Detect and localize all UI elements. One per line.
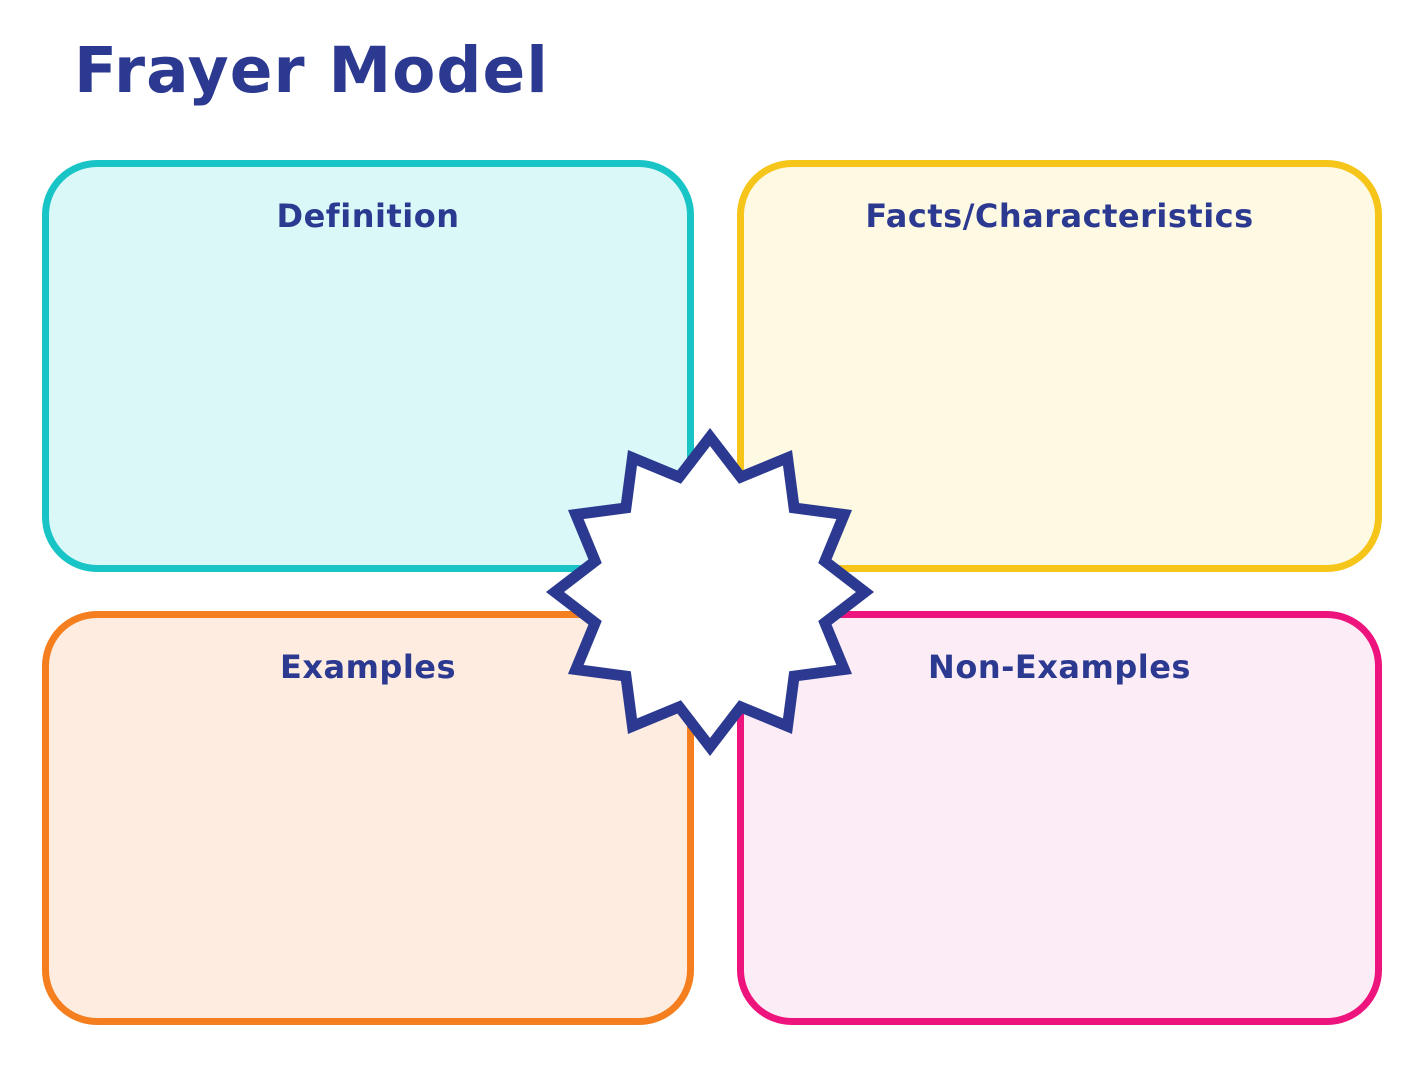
starburst-badge[interactable] — [540, 422, 880, 762]
quadrant-non-examples-label: Non-Examples — [928, 648, 1191, 686]
quadrant-examples-label: Examples — [279, 648, 457, 686]
quadrant-non-examples: Non-Examples — [737, 611, 1382, 1025]
quadrant-facts-characteristics: Facts/Characteristics — [737, 160, 1382, 572]
page-title: Frayer Model — [74, 34, 549, 107]
starburst-icon — [545, 427, 875, 757]
quadrant-definition-label: Definition — [276, 197, 460, 235]
quadrant-examples: Examples — [42, 611, 694, 1025]
quadrant-facts-characteristics-label: Facts/Characteristics — [865, 197, 1254, 235]
starburst-shape — [545, 427, 875, 757]
quadrant-definition: Definition — [42, 160, 694, 572]
